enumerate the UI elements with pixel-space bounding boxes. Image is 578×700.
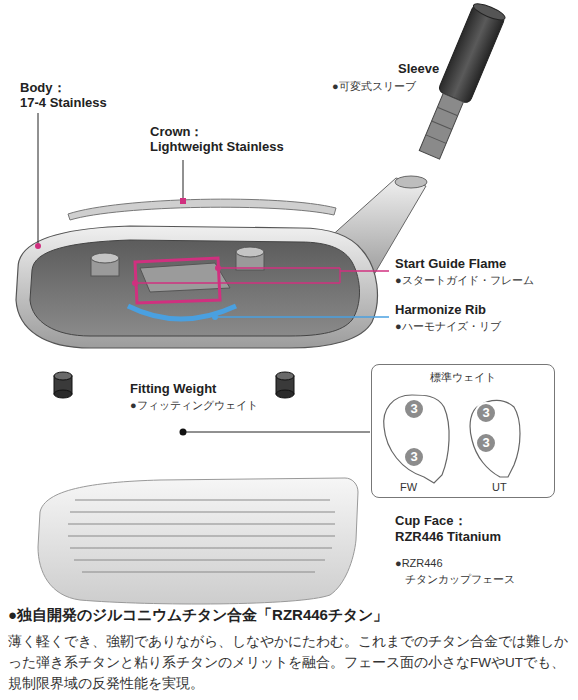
- panel-heading: 標準ウェイト: [372, 365, 554, 385]
- part-label: Crown：: [150, 124, 203, 140]
- description-heading: ●独自開発のジルコニウムチタン合金「RZR446チタン」: [8, 606, 388, 624]
- weight-pocket-top: [91, 253, 119, 263]
- part-label-ja: ●ハーモナイズ・リブ: [395, 320, 501, 333]
- weight-number: 3: [403, 398, 425, 420]
- part-label-ja: ●スタートガイド・フレーム: [395, 274, 534, 287]
- cross-beam: [140, 263, 230, 292]
- fw-head-outline: [384, 395, 449, 483]
- part-label-ja: ●RZR446: [395, 557, 443, 570]
- leader-line: [215, 316, 389, 317]
- weight-panel: 標準ウェイト 3 3 3 3: [371, 364, 555, 498]
- part-label-ja: ●可変式スリーブ: [332, 80, 416, 93]
- body-cavity: [30, 240, 360, 336]
- sleeve-groove: [426, 135, 446, 143]
- weight-circle: 3: [403, 446, 425, 468]
- part-label: Fitting Weight: [130, 381, 216, 397]
- weight-number: 3: [403, 446, 425, 468]
- part-label: Body：: [20, 80, 66, 96]
- part-label: Harmonize Rib: [395, 302, 486, 318]
- leader-line: [218, 267, 340, 268]
- description-text: 薄く軽くでき、強靭でありながら、しなやかにたわむ。これまでのチタン合金では難しか…: [8, 631, 570, 694]
- leader-line: [340, 270, 389, 271]
- weight-number: 3: [475, 432, 497, 454]
- part-label-ja: ●フィッティングウェイト: [130, 399, 258, 412]
- part-label: Lightweight Stainless: [150, 139, 284, 155]
- weight-circle: 3: [475, 432, 497, 454]
- part-label: Start Guide Flame: [395, 256, 506, 272]
- leader-line: [183, 432, 370, 433]
- crown-part: [68, 199, 336, 220]
- weight-circle-fill: [476, 403, 496, 423]
- part-label: Cup Face：: [395, 513, 467, 529]
- weight-circle-fill: [476, 433, 496, 453]
- part-label: RZR446 Titanium: [395, 529, 501, 545]
- hosel-top: [395, 176, 427, 188]
- leader-dot: [35, 243, 41, 249]
- variant-label: UT: [492, 481, 507, 494]
- weight-circle-fill: [404, 399, 424, 419]
- sleeve-cap: [472, 1, 507, 23]
- sleeve-part: [414, 1, 507, 162]
- weight-number: 3: [475, 402, 497, 424]
- fitting-weight: [54, 372, 72, 398]
- face-grooves: [68, 500, 335, 572]
- leader-dot: [212, 314, 218, 320]
- leader-dot: [132, 280, 138, 286]
- weight-circle: 3: [403, 398, 425, 420]
- weight-head-outlines: [372, 365, 556, 499]
- variant-label: FW: [400, 481, 417, 494]
- part-label: 17-4 Stainless: [20, 95, 107, 111]
- cup-face: [38, 478, 358, 604]
- leader-line: [38, 113, 39, 244]
- ut-head-outline: [470, 400, 520, 477]
- sleeve-groove: [437, 107, 457, 115]
- body-shell: [16, 226, 377, 348]
- leader-dot: [180, 198, 186, 204]
- leader-line: [183, 160, 184, 199]
- part-label: Sleeve: [398, 61, 439, 77]
- leader-line: [135, 282, 340, 283]
- sleeve-lower: [419, 93, 463, 159]
- weight-circle-fill: [404, 447, 424, 467]
- start-guide-frame: [135, 258, 220, 303]
- leader-dot: [180, 429, 187, 436]
- fitting-weight: [276, 372, 294, 398]
- sleeve-groove: [432, 121, 452, 129]
- leader-dot: [215, 265, 221, 271]
- weight-pocket-top: [236, 247, 264, 257]
- part-label-ja: チタンカップフェース: [405, 573, 515, 586]
- leader-bracket: [339, 268, 340, 283]
- weight-circle: 3: [475, 402, 497, 424]
